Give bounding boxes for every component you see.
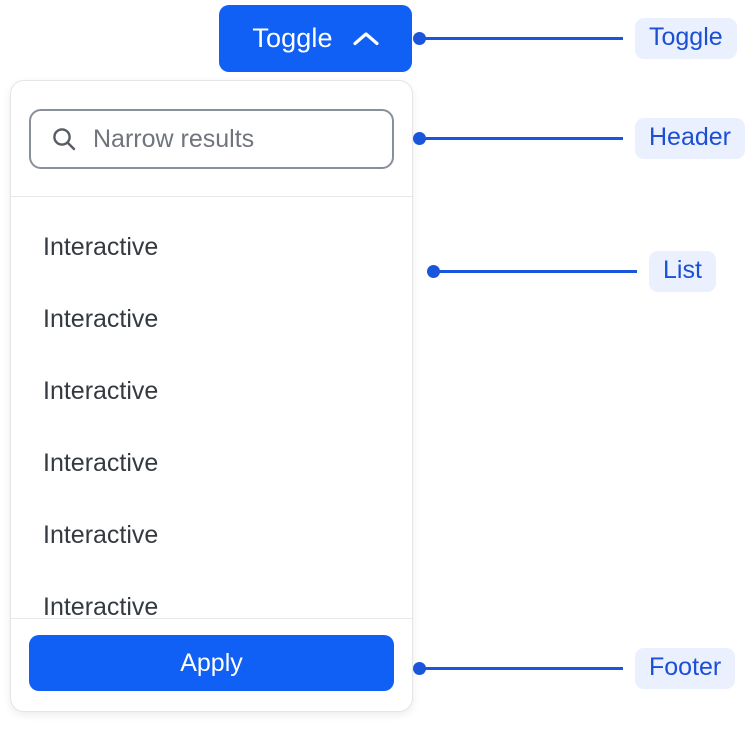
toggle-button-label: Toggle: [252, 23, 333, 53]
list-item-label: Interactive: [43, 520, 159, 549]
list-item-label: Interactive: [43, 304, 159, 333]
list-item[interactable]: Interactive: [11, 355, 412, 427]
annotation-line: [425, 136, 623, 140]
apply-button[interactable]: Apply: [29, 635, 394, 691]
annotation-badge: Toggle: [635, 17, 737, 59]
annotation-dot-icon: [413, 31, 426, 45]
list-item[interactable]: Interactive: [11, 211, 412, 283]
list-item[interactable]: Interactive: [11, 499, 412, 571]
annotation-dot-icon: [427, 264, 440, 278]
dropdown-list: Interactive Interactive Interactive Inte…: [11, 197, 412, 618]
search-placeholder: Narrow results: [93, 124, 255, 153]
list-item-label: Interactive: [43, 448, 159, 477]
annotation-badge: List: [649, 250, 716, 292]
search-input[interactable]: Narrow results: [29, 109, 394, 169]
dropdown-panel: Narrow results Interactive Interactive I…: [10, 80, 413, 712]
dropdown-footer: Apply: [11, 618, 412, 711]
annotation-badge: Header: [635, 117, 745, 159]
annotation-line: [439, 269, 637, 273]
list-item[interactable]: Interactive: [11, 571, 412, 618]
list-item[interactable]: Interactive: [11, 427, 412, 499]
list-item-label: Interactive: [43, 592, 159, 618]
dropdown-header: Narrow results: [11, 81, 412, 197]
search-icon: [51, 126, 77, 152]
annotation-dot-icon: [413, 661, 426, 675]
list-item-label: Interactive: [43, 232, 159, 261]
annotation-badge: Footer: [635, 647, 736, 689]
annotation-dot-icon: [413, 131, 426, 145]
chevron-up-icon: [352, 31, 379, 46]
toggle-button[interactable]: Toggle: [219, 5, 412, 72]
annotation-line: [425, 666, 623, 670]
list-item-label: Interactive: [43, 376, 159, 405]
list-item[interactable]: Interactive: [11, 283, 412, 355]
annotation-line: [425, 36, 623, 40]
